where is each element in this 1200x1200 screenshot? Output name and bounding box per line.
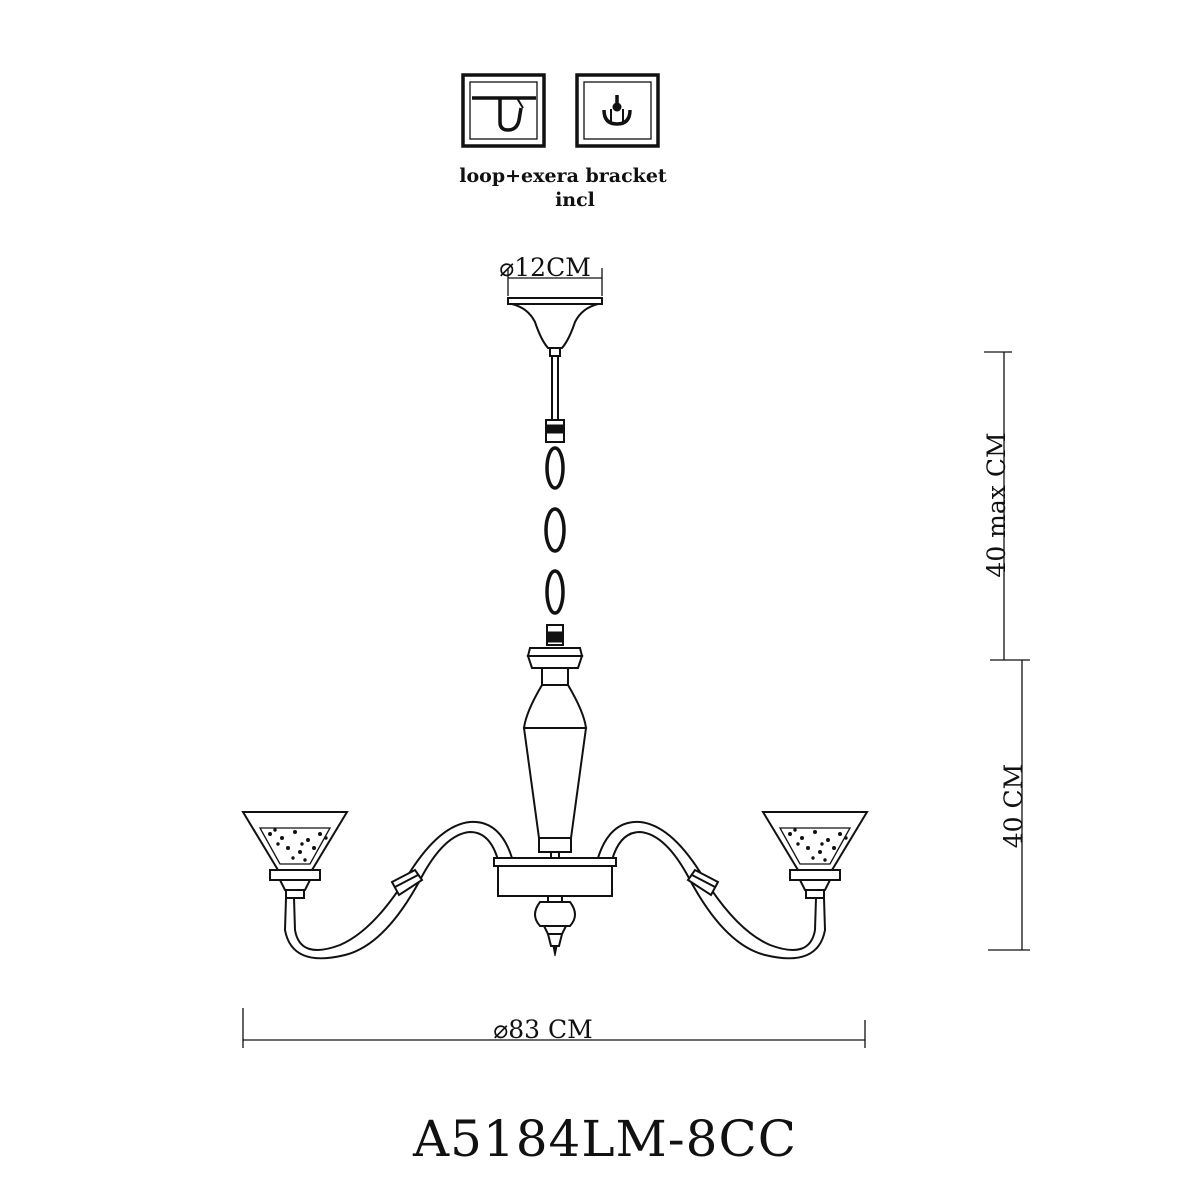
right-shade [761, 811, 869, 899]
ceiling-canopy [507, 297, 603, 357]
bracket-hook-icon [575, 73, 660, 148]
chain-length-label: 40 max CM [982, 432, 1011, 577]
arm-hub [493, 857, 617, 897]
bracket-note-line2: incl [555, 189, 595, 211]
canopy-dimension-line [507, 268, 603, 296]
bracket-note-line1: loop+exera bracket [459, 165, 667, 187]
overall-diameter-label: ⌀83 CM [493, 1015, 593, 1044]
chain-length-dimension [984, 351, 1030, 661]
hanging-chain [544, 356, 566, 646]
body-height-label: 40 CM [999, 764, 1028, 849]
right-arm [597, 820, 827, 960]
overall-diameter-dimension [242, 1008, 866, 1048]
central-body [522, 647, 588, 867]
model-code: A5184LM-8CC [412, 1110, 797, 1168]
body-height-dimension [988, 660, 1030, 951]
bottom-finial [534, 895, 576, 957]
loop-hook-icon [461, 73, 546, 148]
canopy-diameter-label: ⌀12CM [499, 253, 591, 282]
left-shade [241, 811, 349, 899]
left-arm [283, 820, 513, 960]
